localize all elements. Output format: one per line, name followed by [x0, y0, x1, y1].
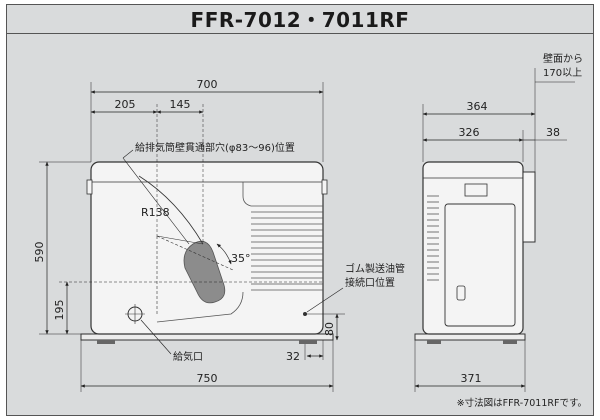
page-title: FFR-7012・7011RF [190, 8, 410, 32]
dim-depth-back: 38 [546, 126, 560, 139]
dim-total-width: 700 [197, 78, 218, 91]
dim-second-offset: 145 [170, 98, 191, 111]
side-foot-right [503, 340, 517, 344]
front-handle-left [86, 179, 93, 195]
wall-note-1: 壁面から [543, 52, 583, 65]
radius-arc [138, 175, 204, 245]
wall-note-2: 170以上 [543, 67, 582, 79]
front-grille-lines [251, 211, 323, 291]
front-base-plate [80, 333, 334, 341]
side-foot-left [427, 340, 441, 344]
dimension-drawing: 700 205 145 590 195 [33, 52, 587, 409]
side-base-plate [414, 333, 526, 341]
footnote: ※寸法図はFFR-7011RFです。 [457, 397, 587, 409]
leader-air-intake [140, 319, 172, 355]
front-foot-right [299, 340, 317, 344]
front-grille-outline [242, 182, 323, 207]
title-bar: FFR-7012・7011RF [6, 4, 594, 34]
radius-label: R138 [141, 206, 170, 219]
side-tank-panel [444, 203, 516, 327]
side-view: 364 326 38 壁面から 170以上 371 [414, 52, 583, 392]
oil-pipe-label-2: 接続口位置 [345, 276, 395, 289]
dim-base-height: 80 [323, 322, 336, 336]
radius-line [156, 235, 204, 245]
drawing-area: 700 205 145 590 195 [6, 34, 594, 416]
leader-oil-pipe [306, 287, 344, 313]
angle-line [156, 235, 234, 271]
oil-pipe-label-1: ゴム製送油管 [345, 262, 405, 275]
dim-base-offset: 32 [286, 350, 300, 363]
side-flue-box [522, 171, 536, 243]
pipe-hole-slot [183, 240, 226, 304]
side-grille [427, 195, 439, 281]
front-view: 700 205 145 590 195 [33, 78, 405, 392]
dim-height: 590 [33, 242, 46, 263]
side-gauge [456, 285, 466, 301]
side-display-window [464, 183, 488, 197]
dim-left-offset: 205 [115, 98, 136, 111]
dim-lower-height: 195 [53, 300, 66, 321]
front-handle-right [321, 179, 328, 195]
pipe-hole-label: 給排気筒壁貫通部穴(φ83〜96)位置 [135, 141, 295, 154]
angle-arc [216, 243, 232, 265]
front-foot-left [97, 340, 115, 344]
dim-depth-body: 326 [459, 126, 480, 139]
air-intake-label: 給気口 [173, 350, 203, 363]
dim-base-width: 750 [197, 372, 218, 385]
leader-pipe-hole-2 [122, 157, 190, 245]
angle-label: 35° [231, 252, 251, 265]
leader-pipe-hole [122, 149, 134, 159]
dim-depth-base: 371 [461, 372, 482, 385]
dim-depth-total: 364 [467, 100, 488, 113]
front-lower-panel-line [156, 291, 244, 323]
